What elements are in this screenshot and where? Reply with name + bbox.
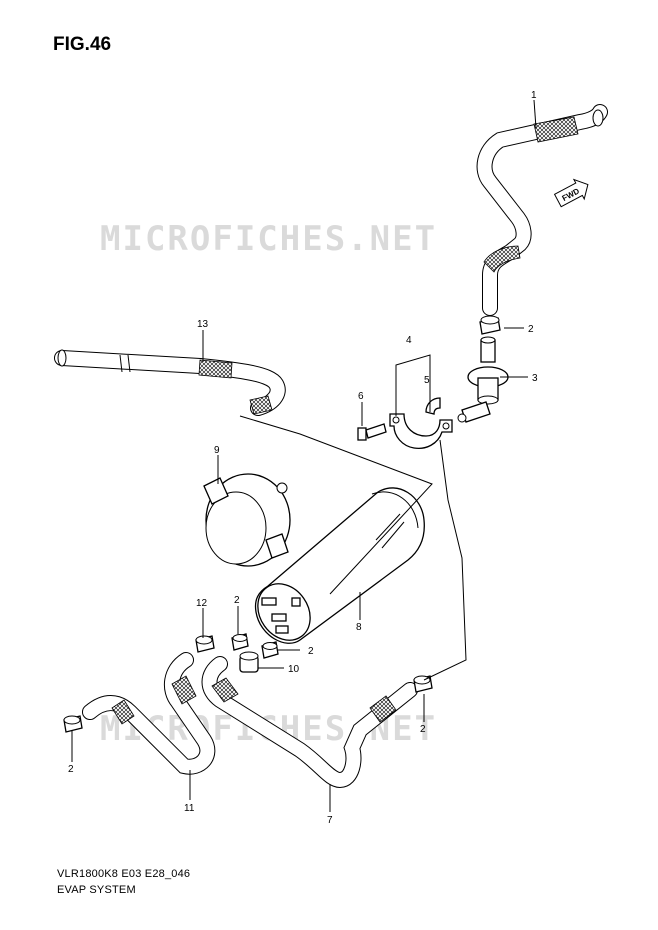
callout-1: 1 [531, 90, 537, 101]
callout-13: 13 [197, 319, 209, 330]
hose-7 [201, 656, 418, 789]
callout-3: 3 [532, 373, 538, 384]
callout-10: 10 [288, 664, 300, 675]
clamp-2-right [413, 675, 433, 693]
callout-9: 9 [214, 445, 220, 456]
cap-10 [239, 651, 259, 673]
leader-lines [71, 99, 537, 812]
callout-2-b: 2 [234, 595, 240, 606]
model-code: VLR1800K8 E03 E28_046 [57, 868, 191, 880]
callout-11: 11 [184, 803, 195, 814]
canister-8 [254, 487, 425, 644]
figure-title: FIG.46 [53, 34, 112, 55]
hose-11 [82, 652, 216, 775]
screw-6 [357, 423, 387, 441]
fitting-3 [457, 336, 509, 423]
callout-4: 4 [406, 335, 412, 346]
clamp-2-left [63, 715, 83, 733]
callout-labels: 1 2 3 4 5 6 9 13 12 2 8 2 10 2 11 7 2 [68, 90, 538, 826]
callout-2-c: 2 [308, 646, 314, 657]
clamp-2-mid [231, 633, 249, 651]
bracket-4-5 [389, 397, 453, 450]
clamp-2-canister [261, 641, 279, 659]
callout-8: 8 [356, 622, 362, 633]
clamp-2-upper [479, 315, 501, 335]
callout-7: 7 [327, 815, 333, 826]
callout-2-d: 2 [68, 764, 74, 775]
watermark-top: MICROFICHES.NET [100, 219, 437, 259]
hose-1 [476, 104, 608, 316]
system-name: EVAP SYSTEM [57, 884, 136, 896]
callout-5: 5 [424, 375, 430, 386]
hose-13 [54, 349, 286, 416]
callout-12: 12 [196, 598, 208, 609]
callout-2-e: 2 [420, 724, 426, 735]
fwd-arrow-icon: FWD [553, 178, 589, 208]
callout-6: 6 [358, 391, 364, 402]
routing-lines [239, 415, 467, 681]
canister-bracket-9 [203, 473, 291, 567]
callout-2-a: 2 [528, 324, 534, 335]
clamp-12 [195, 635, 215, 653]
